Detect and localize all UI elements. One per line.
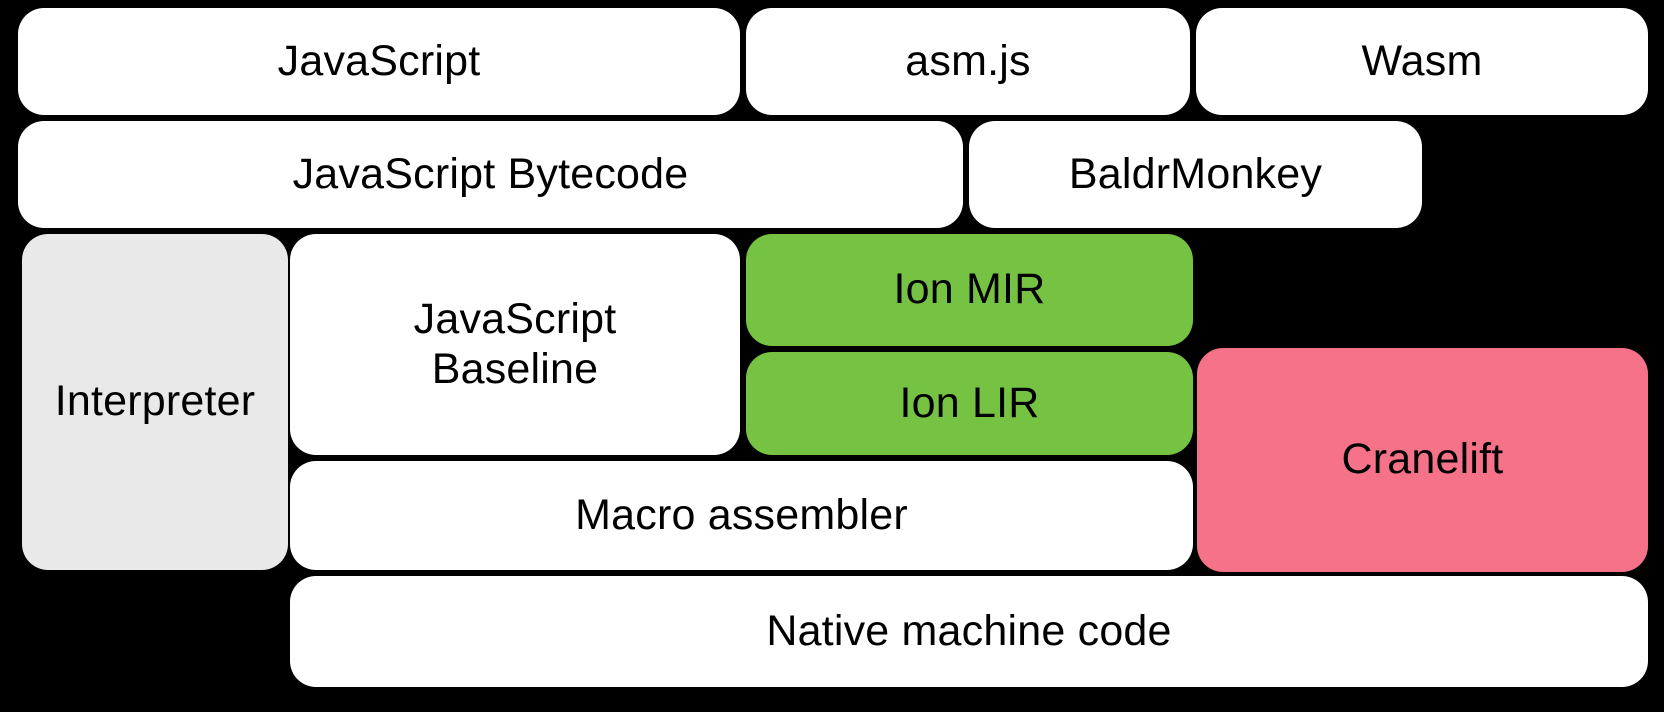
node-ion-lir: Ion LIR	[746, 352, 1193, 455]
node-ion-mir: Ion MIR	[746, 234, 1193, 346]
node-javascript-bytecode: JavaScript Bytecode	[18, 121, 963, 228]
node-native-machine-code: Native machine code	[290, 576, 1648, 687]
node-cranelift: Cranelift	[1197, 348, 1648, 572]
node-javascript: JavaScript	[18, 8, 740, 115]
node-interpreter: Interpreter	[22, 234, 288, 570]
node-asmjs: asm.js	[746, 8, 1190, 115]
node-baldrmonkey: BaldrMonkey	[969, 121, 1422, 228]
node-javascript-baseline: JavaScript Baseline	[290, 234, 740, 455]
node-macro-assembler: Macro assembler	[290, 461, 1193, 570]
node-wasm: Wasm	[1196, 8, 1648, 115]
